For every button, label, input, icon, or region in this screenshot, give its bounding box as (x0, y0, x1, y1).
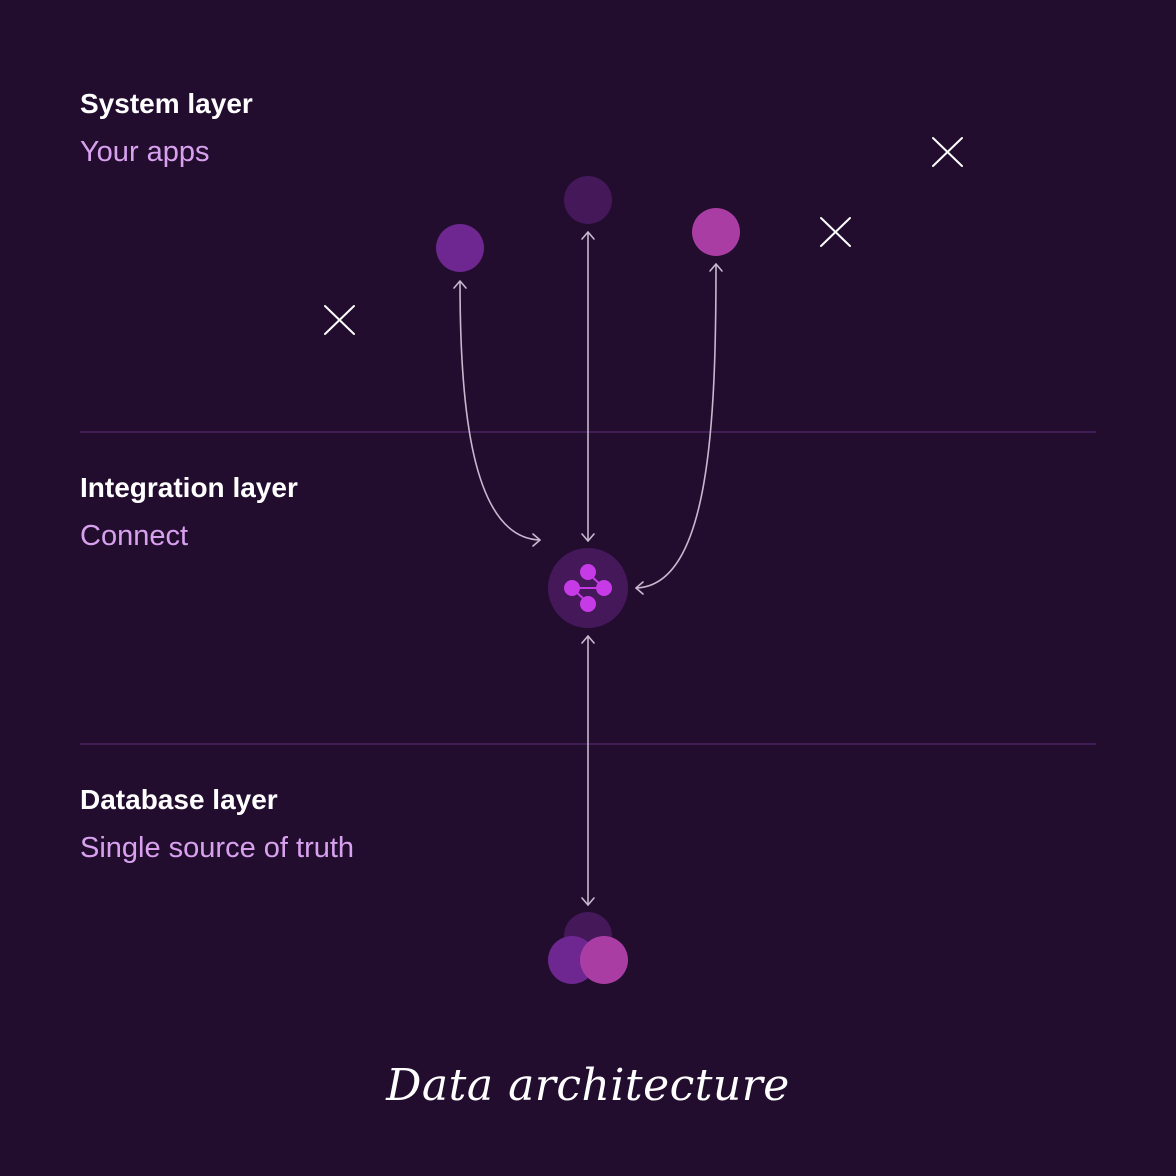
integration-layer-title: Integration layer (80, 472, 298, 503)
app-node (692, 208, 740, 256)
arrowhead (581, 635, 595, 644)
integration-layer-subtitle: Connect (80, 520, 189, 552)
app-node (436, 224, 484, 272)
arrowhead (581, 533, 595, 542)
arrowhead (532, 533, 541, 547)
system-layer-title: System layer (80, 88, 253, 119)
connector-arrow (459, 281, 541, 541)
connector-arrow (635, 263, 717, 589)
database-layer-subtitle: Single source of truth (80, 832, 355, 864)
arrowhead (581, 897, 595, 906)
close-icon (324, 305, 355, 335)
database-layer-title: Database layer (80, 784, 278, 815)
system-layer-subtitle: Your apps (80, 136, 210, 168)
app-node (564, 176, 612, 224)
arrowhead (635, 581, 644, 595)
close-icon (932, 137, 963, 167)
arrowhead (709, 263, 723, 272)
close-icon (820, 217, 851, 247)
database-icon (548, 912, 628, 984)
arrowhead (581, 231, 595, 240)
network-hub-icon (548, 548, 628, 628)
diagram-caption: Data architecture (386, 1060, 790, 1111)
arrowhead (453, 280, 467, 289)
